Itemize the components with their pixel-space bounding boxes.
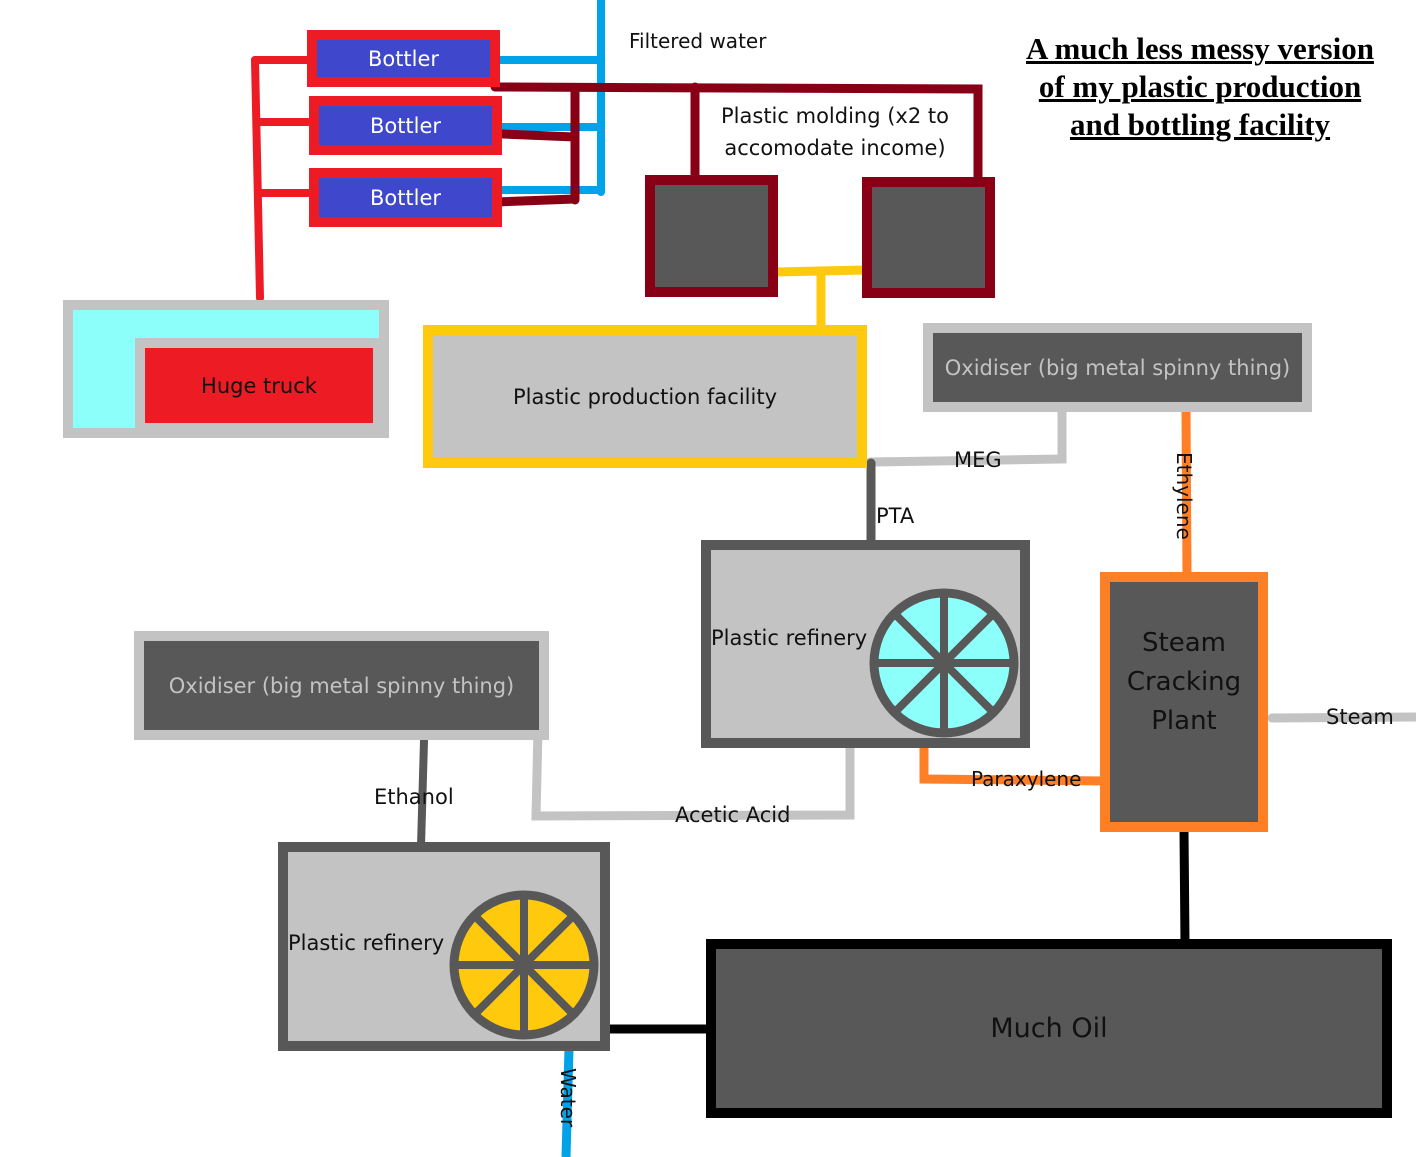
steam-pipe bbox=[1267, 712, 1416, 723]
oxidiser-left-label: Oxidiser (big metal spinny thing) bbox=[168, 673, 515, 698]
molding-pipes bbox=[490, 82, 983, 207]
ethanol-pipe bbox=[417, 737, 428, 850]
plastic-molding-unit-2 bbox=[862, 177, 995, 298]
paraxylene-pipe bbox=[919, 740, 1109, 786]
meg-label: MEG bbox=[954, 448, 1002, 472]
water-label: Water bbox=[556, 1068, 580, 1128]
steam-cracking-label: Steam Cracking Plant bbox=[1126, 627, 1242, 736]
bottler-label: Bottler bbox=[369, 113, 442, 138]
spinny-wheel-icon bbox=[449, 890, 599, 1040]
ethanol-label: Ethanol bbox=[374, 785, 454, 809]
bottler-1: Bottler bbox=[307, 30, 500, 87]
huge-truck-cab: Huge truck bbox=[135, 338, 383, 433]
steam-cracking-plant: Steam Cracking Plant bbox=[1100, 572, 1268, 832]
oxidiser-top-label: Oxidiser (big metal spinny thing) bbox=[944, 355, 1291, 380]
plastic-production-facility: Plastic production facility bbox=[423, 325, 867, 468]
bottler-label: Bottler bbox=[367, 46, 440, 71]
steam-label: Steam bbox=[1326, 705, 1394, 729]
diagram-title: A much less messy version of my plastic … bbox=[1026, 31, 1374, 142]
plastic-molding-unit-1 bbox=[645, 175, 778, 297]
pta-label: PTA bbox=[876, 504, 915, 528]
much-oil-reservoir: Much Oil bbox=[706, 939, 1392, 1118]
refinery-bottom-label: Plastic refinery bbox=[288, 930, 445, 955]
bottler-label: Bottler bbox=[369, 185, 442, 210]
ethylene-pipe bbox=[1181, 409, 1192, 577]
filtered-water-label: Filtered water bbox=[629, 29, 767, 53]
acetic-acid-pipe bbox=[531, 725, 855, 821]
oxidiser-top: Oxidiser (big metal spinny thing) bbox=[923, 323, 1312, 412]
bottler-3: Bottler bbox=[309, 168, 502, 227]
acetic-acid-label: Acetic Acid bbox=[675, 803, 791, 827]
oxidiser-left: Oxidiser (big metal spinny thing) bbox=[134, 631, 549, 740]
production-label: Plastic production facility bbox=[512, 384, 777, 409]
plastic-molding-label: Plastic molding (x2 to accomodate income… bbox=[721, 104, 949, 160]
paraxylene-label: Paraxylene bbox=[971, 767, 1082, 791]
production-to-molding-pipe bbox=[774, 265, 866, 330]
filtered-water-pipes bbox=[494, 0, 605, 196]
refinery-top-label: Plastic refinery bbox=[711, 626, 868, 650]
oil-to-steam-pipe bbox=[1179, 829, 1190, 945]
bottler-2: Bottler bbox=[309, 96, 502, 155]
huge-truck-label: Huge truck bbox=[201, 373, 317, 398]
ethylene-label: Ethylene bbox=[1172, 452, 1196, 540]
spinny-wheel-icon bbox=[869, 588, 1019, 738]
water-pipe bbox=[561, 1048, 574, 1157]
much-oil-label: Much Oil bbox=[990, 1013, 1108, 1044]
meg-pipe bbox=[865, 405, 1067, 467]
truck-feed-pipes bbox=[251, 56, 312, 302]
